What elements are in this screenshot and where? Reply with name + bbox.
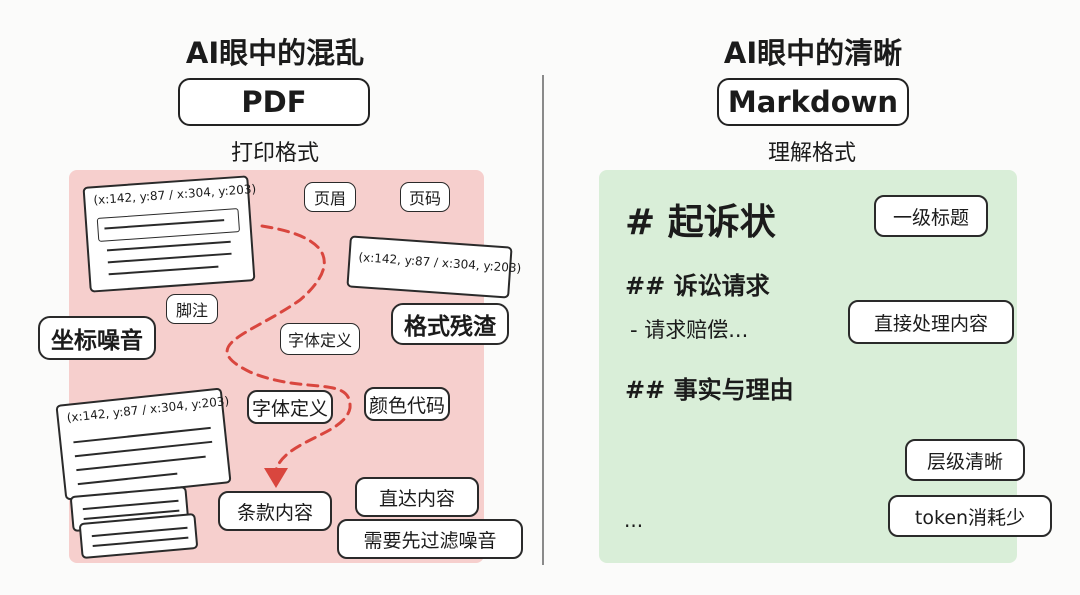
label-footnote: 脚注 — [166, 294, 218, 324]
coordinate-text: (x:142, y:87 / x:304, y:203) — [92, 181, 257, 208]
text-block-box — [96, 208, 241, 242]
text-line — [73, 426, 211, 444]
label-direct-content: 直达内容 — [355, 477, 479, 517]
label-coordinate-noise: 坐标噪音 — [38, 316, 156, 360]
text-line — [92, 536, 189, 548]
markdown-h2-claims: ## 诉讼请求 — [625, 272, 770, 300]
text-line — [104, 219, 225, 230]
label-clear-hierarchy: 层级清晰 — [905, 439, 1025, 481]
text-line — [108, 265, 219, 276]
markdown-h2-facts: ## 事实与理由 — [625, 376, 794, 404]
markdown-h1: # 起诉状 — [625, 202, 776, 243]
pdf-format-box: PDF — [178, 78, 370, 126]
label-color-code: 颜色代码 — [364, 387, 450, 421]
text-line — [106, 240, 231, 252]
right-heading: AI眼中的清晰 — [723, 36, 903, 70]
left-heading: AI眼中的混乱 — [185, 36, 365, 70]
left-subtitle: 打印格式 — [230, 141, 319, 166]
label-level1-heading: 一级标题 — [874, 195, 988, 237]
text-line — [77, 472, 178, 486]
text-line — [107, 252, 232, 264]
label-token-saving: token消耗少 — [888, 495, 1052, 537]
label-header: 页眉 — [304, 182, 356, 212]
text-line — [74, 440, 213, 458]
markdown-format-box: Markdown — [717, 78, 909, 126]
label-clause-content: 条款内容 — [218, 491, 332, 531]
center-divider — [542, 75, 544, 565]
text-line — [82, 499, 179, 511]
coordinate-card: (x:142, y:87 / x:304, y:203) — [82, 175, 257, 293]
label-filter-noise: 需要先过滤噪音 — [337, 519, 523, 559]
markdown-list-item: - 请求赔偿... — [630, 318, 749, 342]
text-line — [91, 526, 188, 538]
right-subtitle: 理解格式 — [767, 141, 856, 166]
label-direct-process: 直接处理内容 — [848, 300, 1014, 344]
label-format-residue: 格式残渣 — [391, 303, 509, 345]
text-line — [76, 455, 206, 472]
coordinate-card: (x:142, y:87 / x:304, y:203) — [55, 387, 232, 501]
label-page-number: 页码 — [400, 182, 450, 212]
markdown-ellipsis: ... — [624, 508, 644, 532]
coordinate-text: (x:142, y:87 / x:304, y:203) — [358, 250, 522, 276]
label-font-definition-2: 字体定义 — [247, 390, 333, 424]
label-font-definition: 字体定义 — [280, 323, 360, 355]
